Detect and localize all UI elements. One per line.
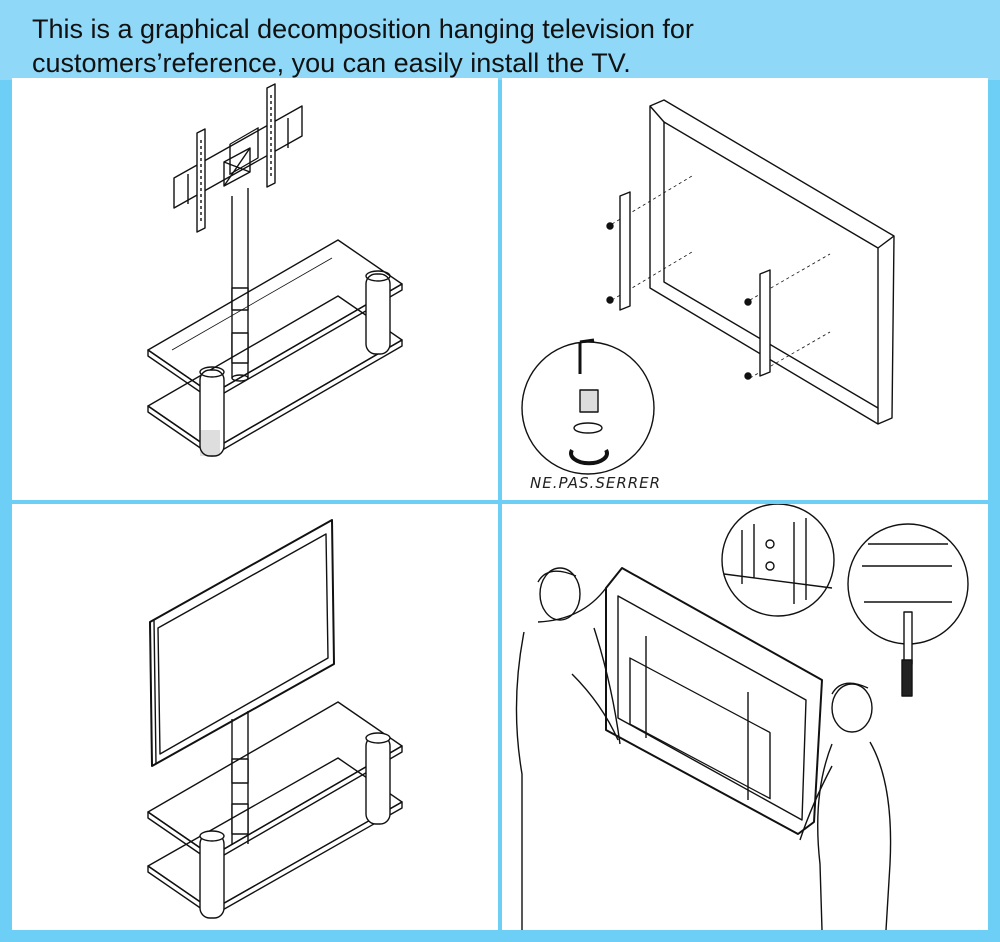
panel-attach-brackets: NE.PAS.SERRER [502, 78, 988, 500]
header-title: This is a graphical decomposition hangin… [32, 14, 694, 78]
header-banner: This is a graphical decomposition hangin… [0, 0, 1000, 80]
screw-detail-circle [521, 338, 655, 475]
hang-tv-illustration [515, 504, 969, 930]
bottom-shelf [147, 757, 403, 917]
tv-brackets [619, 191, 771, 377]
shelf-legs [199, 270, 391, 457]
person-right [799, 682, 892, 930]
mounting-bracket [173, 83, 303, 233]
tv-back-with-bracket [605, 567, 823, 835]
panel-hang-tv [502, 504, 988, 930]
shelf-legs [199, 732, 391, 919]
attach-brackets-illustration [521, 99, 895, 475]
no-tighten-caption: NE.PAS.SERRER [530, 474, 662, 492]
tv-back-panel [649, 99, 895, 425]
person-left [515, 567, 621, 930]
bracket-hook-detail-left [721, 504, 835, 617]
top-shelf [147, 239, 403, 401]
stand-pole [231, 711, 249, 844]
stand-bracket-illustration [147, 83, 403, 457]
tv-screen [149, 519, 335, 767]
panel-stand-with-bracket [12, 78, 498, 500]
panel-assembled-tv [12, 504, 498, 930]
bracket-screw-detail-right [847, 523, 969, 697]
assembled-tv-illustration [147, 519, 403, 919]
screws [606, 222, 752, 380]
